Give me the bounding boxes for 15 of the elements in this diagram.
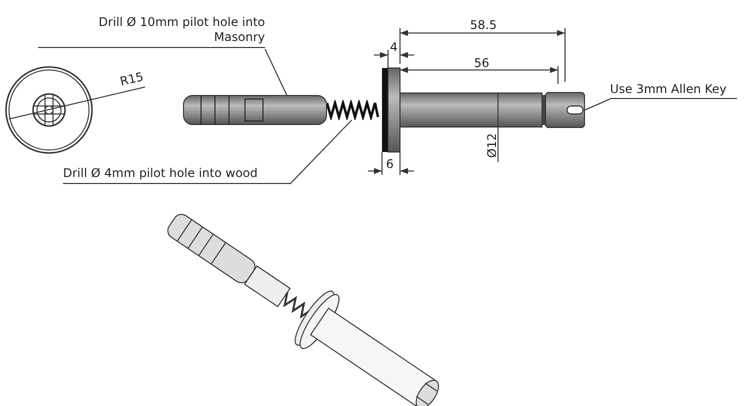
dimension-label: 6 [386, 157, 394, 172]
hex-socket-end-drawing [545, 92, 585, 128]
leader-line [584, 98, 610, 110]
leader-line [290, 120, 352, 184]
dimension-label: 56 [474, 56, 490, 71]
leader-line [264, 48, 288, 96]
note-text: Drill Ø 10mm pilot hole into Masonry [38, 15, 265, 48]
wall-plug-drawing [183, 95, 327, 125]
screw-thread-drawing [327, 100, 382, 120]
note-text: Use 3mm Allen Key [610, 82, 737, 99]
dimension-label: 4 [390, 40, 398, 55]
dimension-label: R15 [118, 70, 145, 90]
dimension-label: 58.5 [470, 18, 497, 33]
dimension-label: Ø12 [484, 133, 500, 158]
note-text: Drill Ø 4mm pilot hole into wood [63, 166, 290, 184]
